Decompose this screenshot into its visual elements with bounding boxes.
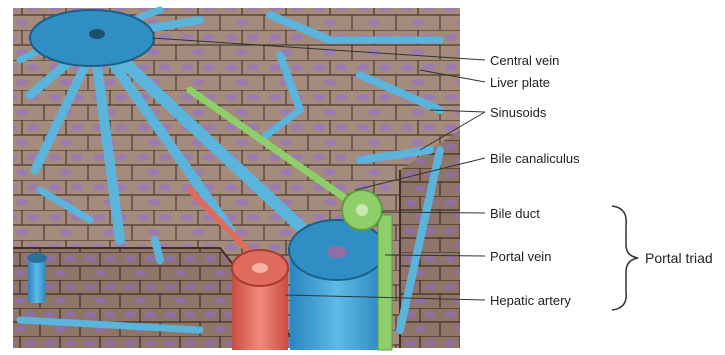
labels: Central vein Liver plate Sinusoids Bile …: [490, 53, 713, 310]
label-portal-vein: Portal vein: [490, 249, 551, 264]
label-sinusoids: Sinusoids: [490, 105, 547, 120]
portal-vein: [289, 220, 385, 350]
label-bile-canaliculus: Bile canaliculus: [490, 151, 580, 166]
sinusoid: [155, 240, 160, 260]
central-vein: [30, 10, 154, 66]
label-portal-triad: Portal triad: [645, 250, 713, 266]
label-liver-plate: Liver plate: [490, 75, 550, 90]
portal-triad-brace: [612, 206, 638, 310]
label-hepatic-artery: Hepatic artery: [490, 293, 571, 308]
label-bile-duct: Bile duct: [490, 206, 540, 221]
cut-vessel: [27, 253, 47, 303]
label-central-vein: Central vein: [490, 53, 559, 68]
